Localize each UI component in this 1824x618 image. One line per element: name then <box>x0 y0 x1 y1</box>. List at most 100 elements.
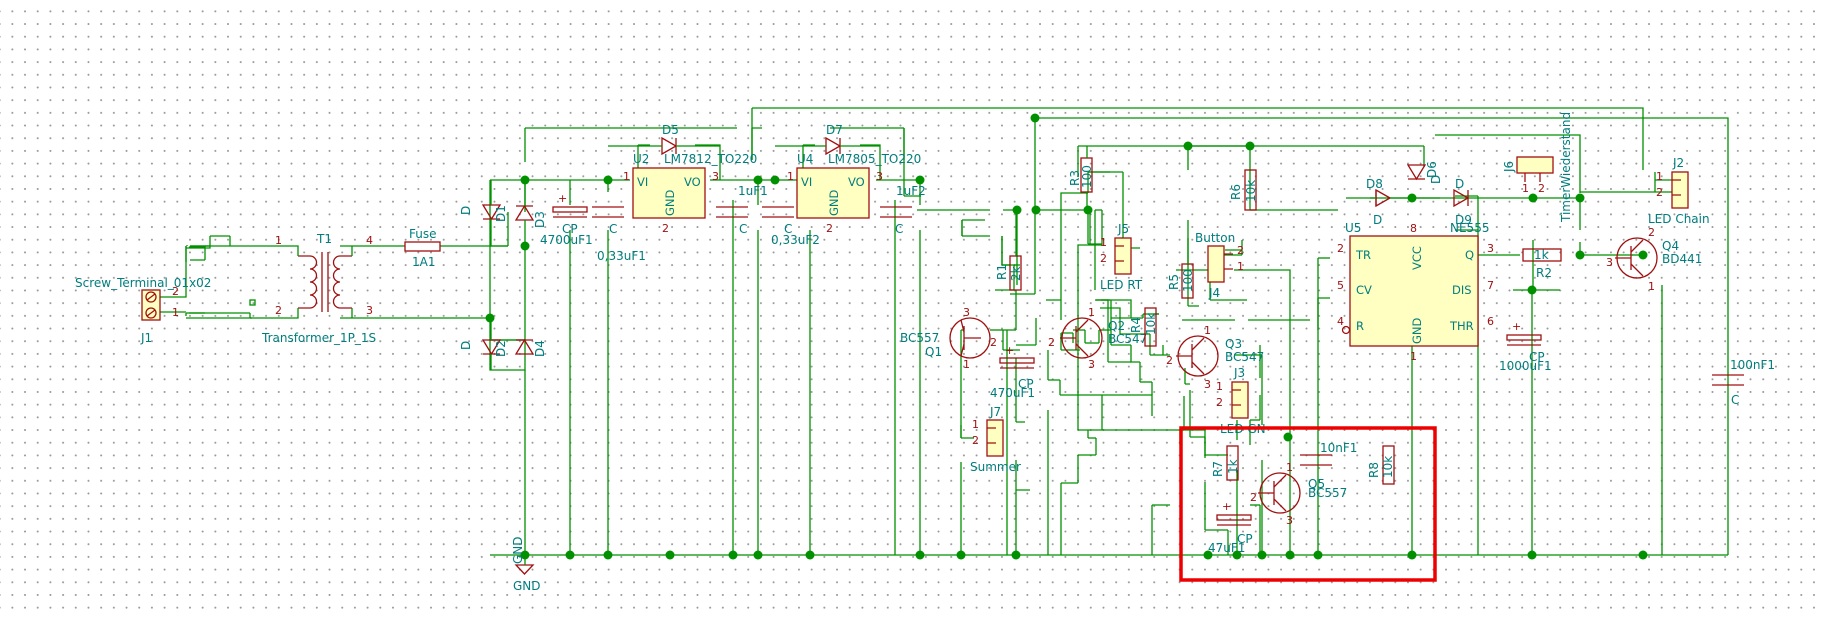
pin-number: 3 <box>963 306 970 319</box>
d2-diode[interactable]: D2 D <box>459 318 508 370</box>
pin-number: 2 <box>1100 252 1107 265</box>
pin-label: GND <box>663 189 677 216</box>
pin-number: 5 <box>1337 279 1344 292</box>
j2-connector[interactable]: 1 2 J2 LED Chain <box>1648 156 1710 226</box>
r2-resistor[interactable]: 1k R2 <box>1522 248 1562 280</box>
fuse[interactable]: Fuse 1A1 <box>404 227 441 269</box>
d9-diode[interactable]: D9 D <box>1453 177 1472 227</box>
q5-transistor[interactable]: 2 1 3 Q5 BC557 <box>1250 461 1347 527</box>
d7-ref: D7 <box>826 123 843 137</box>
r4-resistor[interactable]: R4 10k <box>1129 307 1158 347</box>
d4-diode[interactable]: D4 <box>514 338 547 357</box>
cp-47uf-capacitor[interactable]: + CP 47uF1 <box>1208 500 1253 555</box>
d2-ref: D2 <box>494 340 508 357</box>
u4-lm7805-regulator[interactable]: VI VO GND 1 3 2 U4 LM7805_TO220 <box>787 152 921 235</box>
pin-number: 3 <box>1088 358 1095 371</box>
cp-1000uf-capacitor[interactable]: + CP 1000uF1 <box>1499 320 1552 373</box>
u5-ne555-timer[interactable]: TR CV R Q DIS THR VCC GND 2 5 4 3 7 6 8 … <box>1337 221 1494 363</box>
c-033uf2-capacitor[interactable]: C 0,33uF2 <box>762 206 820 247</box>
r5-resistor[interactable]: R5 100 <box>1167 238 1195 299</box>
d2-type: D <box>459 341 473 350</box>
c4-value: 1uF2 <box>896 184 926 198</box>
u2-ref: U2 <box>633 152 649 166</box>
j3-connector[interactable]: 1 2 J3 LED GN <box>1216 366 1266 436</box>
j1-screw-terminal[interactable]: Screw_Terminal_01x02 J1 2 1 <box>75 276 211 345</box>
c-100nf1-capacitor[interactable]: 100nF1 C <box>1712 358 1775 407</box>
j3-ref: J3 <box>1233 366 1245 380</box>
q1-transistor[interactable]: 3 2 1 BC557 Q1 <box>900 306 997 371</box>
q4-transistor[interactable]: 3 2 1 Q4 BD441 <box>1606 226 1702 293</box>
u4-ref: U4 <box>797 152 813 166</box>
c1-value: 0,33uF1 <box>597 249 646 263</box>
pin-number: 2 <box>662 222 669 235</box>
pin-label: TR <box>1355 248 1371 262</box>
j4-connector[interactable]: 2 1 Button J4 <box>1195 231 1244 300</box>
t1-transformer[interactable]: 1 2 4 3 T1 Transformer_1P_1S <box>230 232 376 345</box>
q3-transistor[interactable]: 2 1 3 Q3 BC547 <box>1166 324 1264 391</box>
pin-number: 2 <box>826 222 833 235</box>
r8-ref: R8 <box>1367 462 1381 478</box>
pin-number: 2 <box>1538 182 1545 195</box>
pin-number: 1 <box>623 170 630 183</box>
c-10nf1-capacitor[interactable]: 10nF1 <box>1300 441 1357 466</box>
r5-value: 100 <box>1181 269 1195 292</box>
d9-ref: D9 <box>1455 213 1472 227</box>
pin-label: VI <box>637 175 648 189</box>
cp1-value: 4700uF1 <box>540 233 593 247</box>
pin-label: GND <box>827 189 841 216</box>
u5-ref: U5 <box>1345 221 1361 235</box>
r3-resistor[interactable]: R3 100 <box>1068 146 1094 210</box>
cp-4700uf-capacitor[interactable]: + CP 4700uF1 <box>540 192 593 247</box>
pin-number: 1 <box>787 170 794 183</box>
d8-diode[interactable]: D8 D <box>1346 177 1412 227</box>
q3-ref: Q3 <box>1225 337 1242 351</box>
pin-number: 2 <box>275 304 282 317</box>
cp4-value: 1000uF1 <box>1499 359 1552 373</box>
junctions <box>485 113 1648 560</box>
u2-lm7812-regulator[interactable]: VI VO GND 1 3 2 U2 LM7812_TO220 <box>623 152 757 235</box>
j5-connector[interactable]: 1 2 J5 LED RT <box>1100 222 1143 292</box>
gnd-power-symbol[interactable]: GND GND <box>511 536 541 593</box>
pin-label: GND <box>1410 317 1424 344</box>
r8-resistor[interactable]: R8 10k <box>1367 445 1395 485</box>
svg-text:+: + <box>558 192 567 205</box>
r1-value: 2k <box>1009 266 1023 281</box>
r1-resistor[interactable]: R1 2k <box>995 210 1023 291</box>
d8-type: D <box>1373 213 1382 227</box>
d6-type: D <box>1429 175 1443 184</box>
c-033uf1-capacitor[interactable]: C 0,33uF1 <box>592 206 646 263</box>
pin-number: 1 <box>1410 350 1417 363</box>
d6-diode[interactable]: D6 D <box>1406 161 1443 184</box>
pin-number: 3 <box>1487 242 1494 255</box>
u4-value: LM7805_TO220 <box>828 152 921 166</box>
pin-label: THR <box>1449 319 1474 333</box>
c1-ref: C <box>609 222 617 236</box>
c-1uf2-capacitor[interactable]: 1uF2 C <box>880 184 926 236</box>
r7-value: 1k <box>1226 459 1240 474</box>
r7-ref: R7 <box>1211 461 1225 477</box>
cp-470uf-capacitor[interactable]: + CP 470uF1 <box>990 344 1035 400</box>
selected-subcircuit[interactable] <box>1179 426 1437 582</box>
pin-number: 1 <box>972 418 979 431</box>
j5-value: LED RT <box>1100 278 1143 292</box>
d1-diode[interactable]: D1 D <box>459 180 508 246</box>
j6-connector[interactable]: 1 2 J6 TimerWiederstand <box>1502 112 1573 223</box>
j7-connector[interactable]: 1 2 J7 Summer <box>970 405 1021 474</box>
d7-diode[interactable]: D7 <box>775 123 880 156</box>
d5-diode[interactable]: D5 <box>608 123 720 156</box>
t1-ref: T1 <box>316 232 332 246</box>
r6-resistor[interactable]: R6 10k <box>1229 169 1258 211</box>
gnd-ref: GND <box>511 536 525 564</box>
u2-value: LM7812_TO220 <box>664 152 757 166</box>
pin-number: 2 <box>1250 491 1257 504</box>
r7-resistor[interactable]: R7 1k <box>1211 445 1240 481</box>
q2-transistor[interactable]: 2 1 3 Q2 BC547 <box>1048 306 1147 371</box>
d3-diode[interactable]: D3 <box>514 180 547 246</box>
pin-number: 3 <box>366 304 373 317</box>
q1-ref: Q1 <box>925 345 942 359</box>
c-1uf1-capacitor[interactable]: 1uF1 C <box>716 184 768 236</box>
d1-ref: D1 <box>494 205 508 222</box>
pin-number: 2 <box>1216 396 1223 409</box>
j7-ref: J7 <box>989 405 1001 419</box>
